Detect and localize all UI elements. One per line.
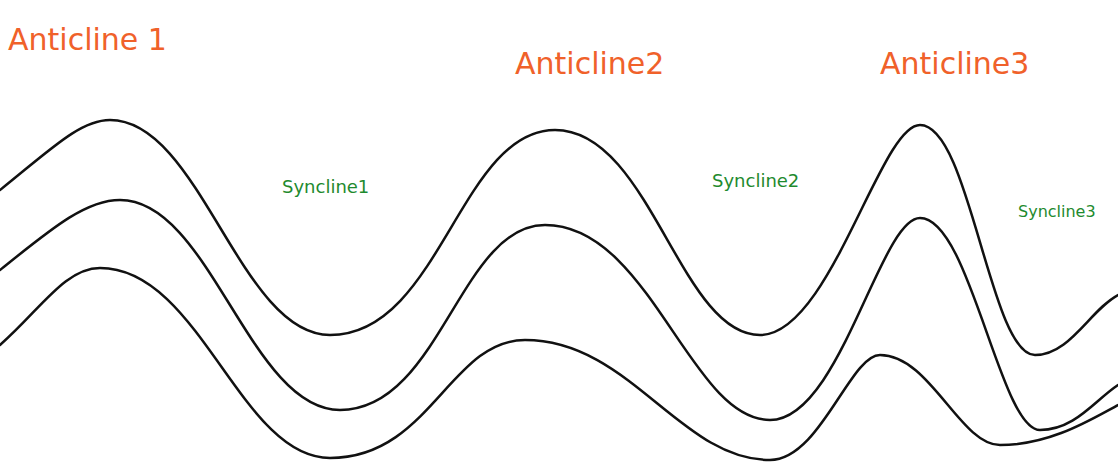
syncline-label: Syncline3 [1018,202,1096,221]
rock-layer [0,268,1118,460]
anticline-label: Anticline 1 [8,22,167,58]
syncline-label: Syncline2 [712,170,799,192]
anticline-label: Anticline2 [515,46,664,82]
syncline-label: Syncline1 [282,176,369,198]
anticline-label: Anticline3 [880,46,1029,82]
rock-layer [0,120,1118,355]
rock-layer [0,200,1118,430]
